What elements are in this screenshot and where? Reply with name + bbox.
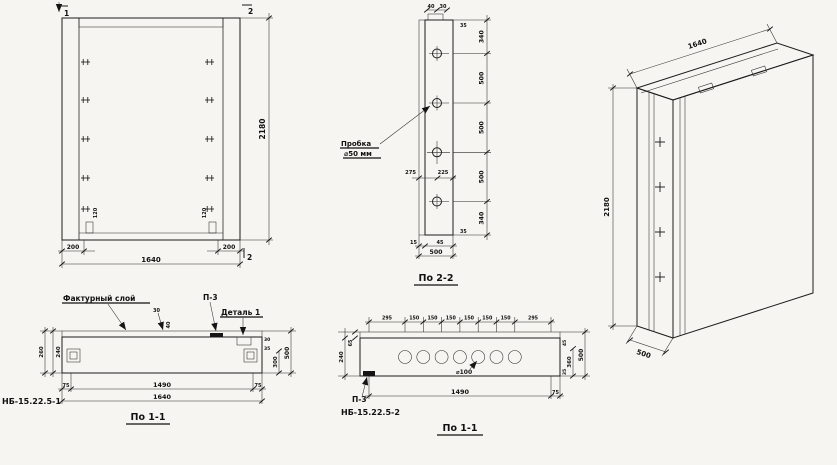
s11a-callouts: Фактурный слой П-3 Деталь 1 30 40: [62, 293, 263, 335]
section-2-2-dimensions: 340 500 500 500 340 35 35 40 30 275 225 …: [405, 4, 491, 259]
s11b-title: По 1-1: [443, 423, 478, 434]
s22-bottom-small-dim: 15: [410, 240, 417, 246]
s11a-width-total: 1640: [153, 393, 172, 401]
s22-depth-front-dim: 275: [405, 170, 416, 176]
elevation-edge-right-dim: 200: [223, 244, 236, 251]
section-mark-2-top: 2: [248, 7, 253, 16]
void-hole: [508, 350, 522, 364]
s22-side-dim: 340: [479, 211, 486, 225]
s22-depth-total-dim: 500: [430, 249, 444, 256]
s22-offset-bottom: 35: [460, 229, 467, 235]
isometric-view: 1640 2180 500: [603, 23, 815, 360]
s11a-right-dim: 300: [273, 356, 279, 368]
s22-offset-top: 35: [460, 23, 467, 29]
s22-bottom-small-dim: 45: [437, 240, 444, 246]
s22-side-dim: 500: [479, 170, 486, 184]
s11b-top-dim: 150: [464, 316, 475, 322]
plug-label-line1: Пробка: [341, 140, 371, 148]
s11b-left-dim: 240: [339, 351, 345, 363]
embed-plate-p3: [363, 371, 375, 376]
s11a-mark: НБ-15.22.5-1: [2, 397, 61, 406]
section-mark-1: 1: [64, 9, 69, 18]
hole-diameter-label: ⌀100: [456, 369, 472, 376]
s11a-right-small-dim: 35: [264, 346, 270, 352]
void-hole: [489, 350, 504, 364]
s11b-bottom-margin: 75: [552, 390, 559, 396]
s11a-linework: [61, 330, 263, 374]
void-hole: [416, 350, 431, 364]
s11a-bottom-margin-left: 75: [63, 383, 70, 389]
elevation-rib-left-dim: 120: [93, 207, 99, 218]
s11a-left-dim: 240: [56, 346, 62, 358]
void-hole: [471, 350, 485, 364]
s11b-dimensions: 295 150 150 150 150 150 150 295 65 240 4…: [338, 316, 590, 399]
iso-width-dim: 1640: [687, 37, 708, 51]
s11b-top-dim: 150: [427, 316, 438, 322]
s11b-top-dim: 150: [482, 316, 493, 322]
elevation-dimensions: 2180 200 200 1640 120 120: [58, 13, 273, 268]
s11b-right-dim: 360: [567, 356, 573, 368]
isometric-linework: [635, 42, 815, 339]
embed-plate-p3: [210, 333, 223, 337]
s11a-title: По 1-1: [131, 412, 166, 423]
void-hole: [398, 350, 412, 364]
s11b-top-dim: 295: [382, 316, 392, 322]
elevation-rib-right-dim: 120: [202, 207, 208, 218]
elevation-view: 2180 200 200 1640 120 120 1 2 2: [55, 2, 273, 268]
s22-top-dim: 40: [428, 4, 435, 10]
elevation-width-dim: 1640: [141, 256, 161, 264]
s11b-callouts: ⌀100 П-3: [352, 360, 478, 404]
s11b-top-dim: 150: [501, 316, 512, 322]
s11a-right-small-dim: 30: [264, 337, 270, 343]
s22-top-dim: 30: [440, 4, 447, 10]
s22-side-dim: 500: [479, 71, 486, 85]
s11a-right-dim: 500: [284, 347, 291, 360]
iso-depth-dim: 500: [635, 348, 652, 360]
section-mark-2-bottom: 2: [247, 253, 252, 262]
s11b-right-dim: 500: [578, 349, 585, 362]
section-1-1-a-view: Фактурный слой П-3 Деталь 1 30 40 260 24…: [2, 293, 296, 425]
elevation-height-dim: 2180: [258, 119, 267, 140]
embed-label-p3: П-3: [352, 395, 367, 404]
section-1-1-b-view: 295 150 150 150 150 150 150 295 65 240 4…: [338, 316, 590, 436]
s11b-top-dim: 150: [409, 316, 420, 322]
s11a-key-dim: 40: [166, 321, 172, 328]
s11b-top-dim: 295: [528, 316, 538, 322]
embed-label-p3: П-3: [203, 293, 218, 302]
s11b-top-dim: 150: [446, 316, 457, 322]
plug-callout: Пробка ⌀50 мм: [340, 105, 431, 159]
section-2-2-view: 340 500 500 500 340 35 35 40 30 275 225 …: [340, 4, 491, 286]
iso-height-dim: 2180: [603, 197, 611, 217]
s11a-left-dim: 260: [39, 346, 45, 358]
s11a-dimensions: 260 240 30 35 300 500 75 1490 75 1640: [39, 327, 296, 404]
elevation-linework: [61, 17, 241, 241]
elevation-edge-left-dim: 200: [67, 244, 80, 251]
s22-depth-back-dim: 225: [438, 170, 449, 176]
s11b-mark: НБ-15.22.5-2: [341, 408, 400, 417]
facade-layer-label: Фактурный слой: [63, 294, 135, 303]
s11b-right-dim: 45: [562, 340, 568, 346]
elevation-section-marks: 1 2 2: [55, 2, 253, 262]
s11a-bottom-margin-right: 75: [255, 383, 262, 389]
isometric-dimensions: 1640 2180 500: [603, 23, 778, 360]
s11b-bottom-inner: 1490: [451, 388, 470, 396]
s11a-bottom-inner: 1490: [153, 381, 172, 389]
s22-side-dim: 340: [479, 30, 486, 44]
void-hole: [434, 350, 449, 364]
plug-label-line2: ⌀50 мм: [344, 150, 372, 158]
void-hole: [453, 350, 467, 364]
section-2-2-linework: [418, 13, 454, 236]
detail-1-label: Деталь 1: [221, 308, 260, 317]
s22-side-dim: 500: [479, 120, 486, 134]
s11b-facade-dim: 65: [348, 340, 354, 347]
section-2-2-title: По 2-2: [419, 273, 454, 284]
s11a-layer-dim: 30: [153, 308, 160, 314]
s11b-right-dim: 35: [562, 369, 568, 375]
